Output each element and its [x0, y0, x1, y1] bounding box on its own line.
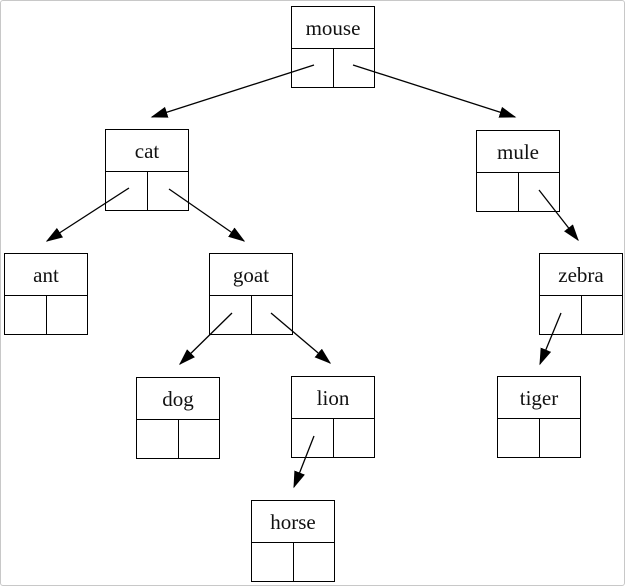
node-tiger: tiger	[497, 376, 581, 458]
right-pointer-cell	[292, 542, 335, 581]
left-pointer-cell	[498, 419, 539, 458]
node-dog: dog	[136, 377, 220, 459]
pointer-row	[477, 172, 560, 212]
node-label: ant	[5, 254, 87, 296]
node-ant: ant	[4, 253, 88, 335]
right-pointer-cell	[250, 295, 293, 334]
pointer-row	[292, 418, 375, 458]
right-pointer-cell	[517, 172, 560, 211]
pointer-row	[5, 295, 88, 335]
node-label: cat	[106, 130, 188, 172]
pointer-row	[106, 171, 189, 211]
pointer-row	[540, 295, 623, 335]
node-label: zebra	[540, 254, 622, 296]
node-label: mule	[477, 131, 559, 173]
right-pointer-cell	[580, 295, 623, 334]
node-cat: cat	[105, 129, 189, 211]
left-pointer-cell	[292, 419, 333, 458]
right-pointer-cell	[332, 418, 375, 457]
node-zebra: zebra	[539, 253, 623, 335]
left-pointer-cell	[5, 296, 46, 335]
right-pointer-cell	[177, 419, 220, 458]
left-pointer-cell	[292, 49, 333, 88]
left-pointer-cell	[477, 173, 518, 212]
edge-mouse-left-to-cat	[150, 64, 315, 118]
pointer-row	[292, 48, 375, 88]
pointer-row	[252, 542, 335, 582]
right-pointer-cell	[332, 48, 375, 87]
left-pointer-cell	[106, 172, 147, 211]
node-label: tiger	[498, 377, 580, 419]
node-label: goat	[210, 254, 292, 296]
node-label: mouse	[292, 7, 374, 49]
node-horse: horse	[251, 500, 335, 582]
right-pointer-cell	[146, 171, 189, 210]
right-pointer-cell	[538, 418, 581, 457]
node-goat: goat	[209, 253, 293, 335]
edge-mouse-right-to-mule	[352, 64, 517, 118]
pointer-row	[498, 418, 581, 458]
left-pointer-cell	[210, 296, 251, 335]
pointer-row	[137, 419, 220, 459]
node-lion: lion	[291, 376, 375, 458]
node-label: horse	[252, 501, 334, 543]
node-mouse: mouse	[291, 6, 375, 88]
node-label: dog	[137, 378, 219, 420]
left-pointer-cell	[252, 543, 293, 582]
left-pointer-cell	[137, 420, 178, 459]
node-label: lion	[292, 377, 374, 419]
left-pointer-cell	[540, 296, 581, 335]
pointer-row	[210, 295, 293, 335]
node-mule: mule	[476, 130, 560, 212]
right-pointer-cell	[45, 295, 88, 334]
